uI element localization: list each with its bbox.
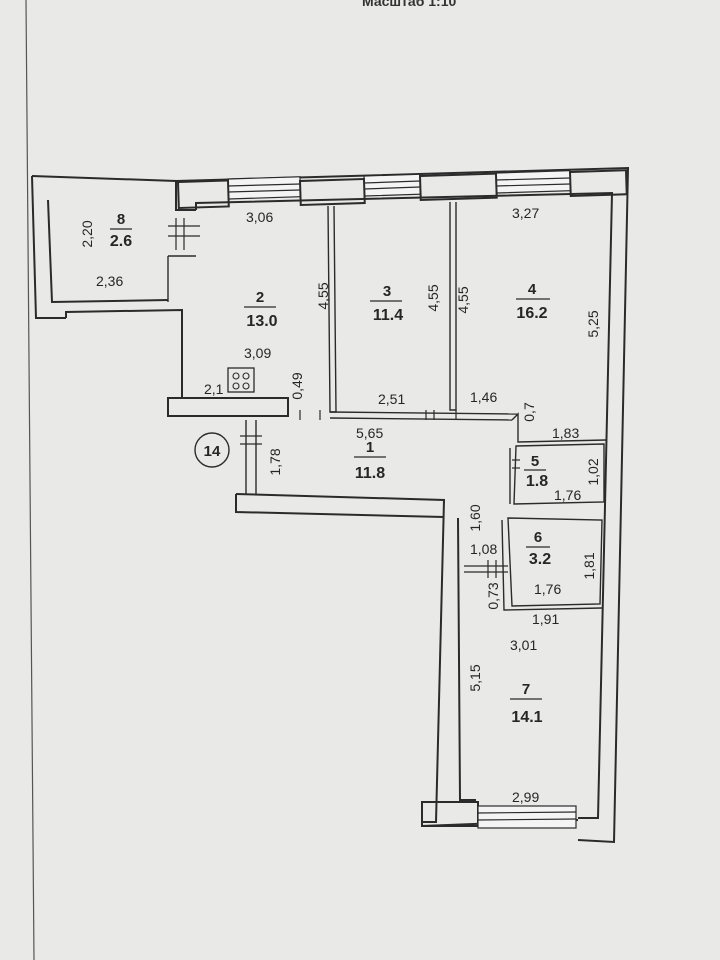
- dim-1-76-a: 1,76: [554, 487, 581, 503]
- dim-1-08: 1,08: [470, 541, 497, 557]
- room-6-area: 3.2: [529, 551, 551, 568]
- dim-2-1: 2,1: [204, 381, 224, 397]
- dim-3-06: 3,06: [246, 209, 273, 225]
- dim-1-83: 1,83: [552, 425, 579, 441]
- paper-margin-line: [25, 0, 35, 960]
- room-6-number: 6: [534, 529, 542, 546]
- dim-0-7: 0,7: [521, 402, 537, 422]
- room-4-area: 16.2: [516, 305, 547, 322]
- room-3-number: 3: [383, 283, 391, 300]
- dim-1-91: 1,91: [532, 611, 559, 627]
- dim-4-55-b: 4,55: [425, 284, 441, 311]
- loggia-door: [167, 218, 200, 302]
- dim-1-46: 1,46: [470, 389, 497, 405]
- room-5-area: 1.8: [526, 473, 548, 490]
- outer-walls: [31, 166, 630, 844]
- room-2-number: 2: [256, 289, 264, 306]
- room-1-number: 1: [366, 439, 374, 456]
- dimension-labels: 2,20 2,36 3,06 3,27 4,55 4,55 4,55 5,25 …: [79, 205, 601, 805]
- stove-icon: [227, 367, 255, 393]
- interior-walls: [167, 202, 607, 611]
- dim-2-20: 2,20: [79, 220, 95, 247]
- dim-5-25: 5,25: [585, 310, 601, 337]
- dim-2-36: 2,36: [96, 273, 123, 289]
- dim-3-09: 3,09: [244, 345, 271, 361]
- dim-0-73: 0,73: [485, 582, 501, 609]
- dim-4-55-a: 4,55: [315, 282, 331, 309]
- room-8-area: 2.6: [110, 233, 132, 250]
- room-8-number: 8: [117, 211, 125, 228]
- apartment-marker: 14: [194, 432, 230, 468]
- dim-5-15: 5,15: [467, 664, 483, 691]
- dim-1-81: 1,81: [581, 552, 597, 579]
- room-5-number: 5: [531, 453, 539, 470]
- dim-1-78: 1,78: [267, 448, 283, 475]
- bottom-window: [421, 801, 577, 829]
- dim-5-65: 5,65: [356, 425, 383, 441]
- room-7-area: 14.1: [511, 709, 542, 726]
- dim-1-02: 1,02: [585, 458, 601, 485]
- dim-0-49: 0,49: [289, 372, 305, 399]
- dim-1-76-b: 1,76: [534, 581, 561, 597]
- dim-1-60: 1,60: [467, 504, 483, 531]
- room-7-number: 7: [522, 681, 530, 698]
- room-3-area: 11.4: [373, 307, 403, 324]
- dim-4-55-c: 4,55: [455, 286, 471, 313]
- room-2-area: 13.0: [246, 313, 277, 330]
- room-4-number: 4: [528, 281, 537, 298]
- room-labels: 8 2.6 2 13.0 3 11.4 4 16.2 1 11.8 5 1.8 …: [110, 211, 551, 726]
- apartment-marker-label: 14: [204, 443, 221, 460]
- top-windows: [176, 169, 628, 210]
- room-1-area: 11.8: [355, 465, 385, 482]
- scale-label: Масштаб 1:10: [362, 0, 456, 9]
- dim-3-01: 3,01: [510, 637, 537, 653]
- dim-3-27: 3,27: [512, 205, 539, 221]
- dim-2-51: 2,51: [378, 391, 405, 407]
- dim-2-99: 2,99: [512, 789, 539, 805]
